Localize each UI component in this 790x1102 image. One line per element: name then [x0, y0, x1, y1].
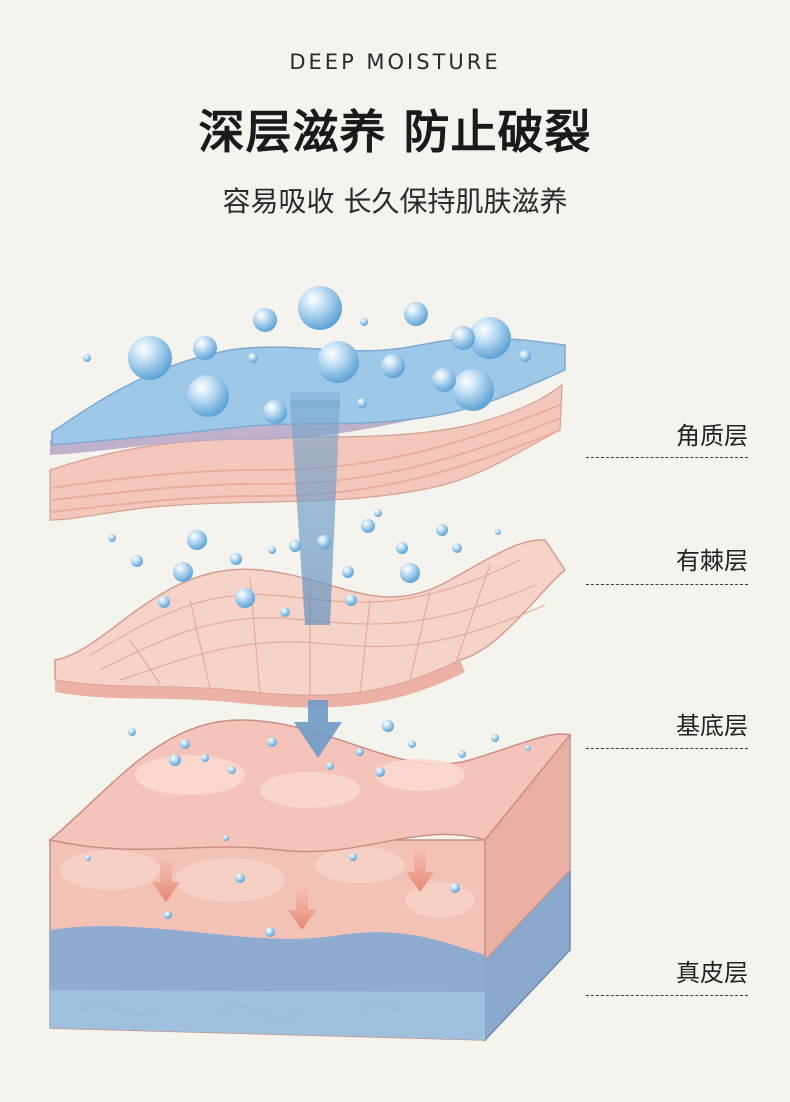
- page-subtitle: 容易吸收 长久保持肌肤滋养: [222, 185, 568, 218]
- layer-label-dermis: 真皮层: [676, 959, 748, 987]
- absorption-arrows: [152, 848, 434, 930]
- eyebrow-text: DEEP MOISTURE: [289, 50, 501, 74]
- central-flow-arrow: [290, 400, 342, 758]
- page-title: 深层滋养 防止破裂: [198, 105, 592, 159]
- layer-label-spinous: 有棘层: [676, 547, 748, 575]
- dermis-block: [48, 719, 572, 1042]
- layer-divider-line: [586, 584, 748, 585]
- layer-label-basal: 基底层: [676, 712, 748, 740]
- moisture-droplets: [83, 286, 531, 937]
- layer-divider-line: [586, 748, 748, 749]
- skin-layers-illustration: [48, 286, 572, 1042]
- layer-label-stratum-corneum: 角质层: [676, 422, 748, 450]
- layer-divider-line: [586, 457, 748, 458]
- layer-divider-line: [586, 995, 748, 996]
